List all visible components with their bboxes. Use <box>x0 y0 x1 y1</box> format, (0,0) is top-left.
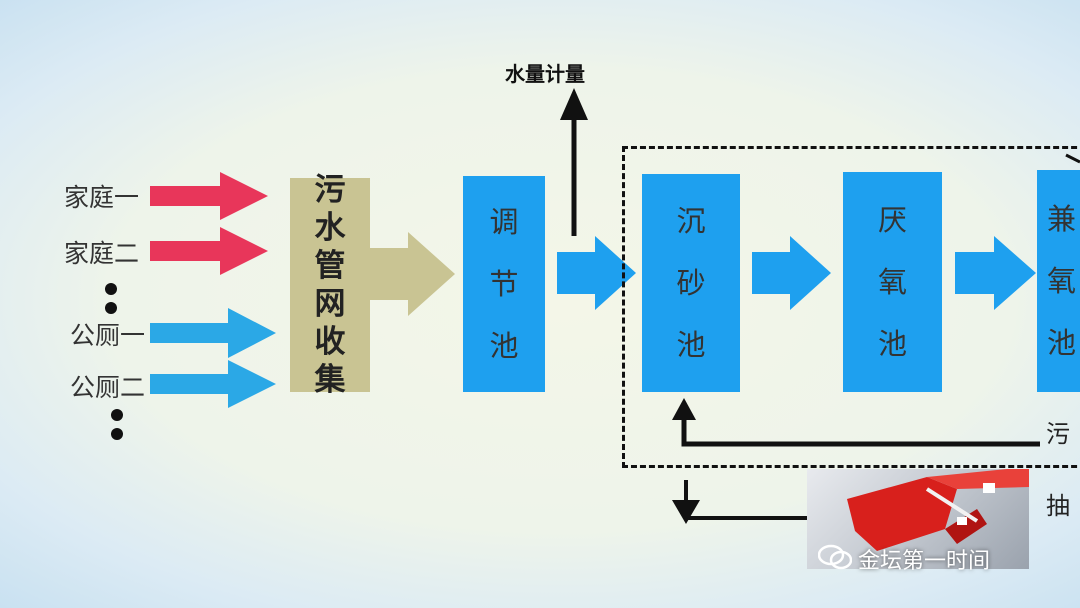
anoxic-tank-partial: 兼 氧 池 <box>1037 170 1080 392</box>
tank-3-char-2: 氧 <box>877 265 907 299</box>
corner-mark <box>1065 153 1080 164</box>
flow-arrow-2 <box>752 236 831 310</box>
collection-char-4: 网 <box>314 286 346 322</box>
extract-label: 抽 <box>1046 492 1070 520</box>
reflux-line <box>681 418 1040 447</box>
wechat-icon <box>817 544 853 570</box>
anaerobic-tank: 厌 氧 池 <box>843 172 942 392</box>
source-label-3: 公厕一 <box>70 321 146 350</box>
reflux-label: 污 <box>1046 420 1070 448</box>
thumbnail-graphic <box>847 469 1029 551</box>
sewer-collection-box: 污 水 管 网 收 集 <box>290 172 370 398</box>
source-label-2: 家庭二 <box>64 239 140 268</box>
flow-arrow-3 <box>955 236 1036 310</box>
collection-char-3: 管 <box>314 248 346 284</box>
tank-1-char-3: 池 <box>489 329 519 363</box>
source-label-1: 家庭一 <box>64 183 140 212</box>
collection-char-1: 污 <box>314 172 346 208</box>
meter-arrow-head <box>560 88 588 120</box>
tank-1-char-2: 节 <box>489 267 519 301</box>
tank-4-char-3: 池 <box>1047 326 1077 360</box>
tank-3-char-3: 池 <box>877 327 907 361</box>
source-arrow-4 <box>150 360 276 408</box>
collection-char-6: 集 <box>314 362 346 398</box>
tank-1-char-1: 调 <box>489 205 519 239</box>
ellipsis-dot-4 <box>111 428 123 440</box>
ellipsis-dot-1 <box>105 283 117 295</box>
regulating-tank: 调 节 池 <box>463 176 545 392</box>
flow-arrow-1 <box>557 236 636 310</box>
tank-4-char-1: 兼 <box>1047 202 1077 236</box>
tank-3-char-1: 厌 <box>877 203 907 237</box>
treatment-boundary <box>622 146 1080 468</box>
tank-4-char-2: 氧 <box>1047 264 1077 298</box>
tank-2-char-1: 沉 <box>676 204 706 238</box>
water-metering-label: 水量计量 <box>505 62 585 86</box>
extract-line <box>684 480 820 520</box>
source-arrow-3 <box>150 308 276 358</box>
ellipsis-dot-3 <box>111 409 123 421</box>
source-label-4: 公厕二 <box>70 373 146 402</box>
tank-2-char-3: 池 <box>676 328 706 362</box>
collection-char-5: 收 <box>314 324 346 360</box>
source-arrow-1 <box>150 172 268 220</box>
grit-tank: 沉 砂 池 <box>642 174 740 392</box>
watermark-caption: 金坛第一时间 <box>858 549 991 574</box>
ellipsis-dot-2 <box>105 302 117 314</box>
tank-2-char-2: 砂 <box>676 266 706 300</box>
video-thumbnail <box>807 469 1029 569</box>
collect-arrow <box>370 232 455 316</box>
source-arrow-2 <box>150 227 268 275</box>
reflux-arrow-head <box>672 398 696 420</box>
collection-char-2: 水 <box>314 210 346 246</box>
extract-arrow-head <box>672 500 700 524</box>
